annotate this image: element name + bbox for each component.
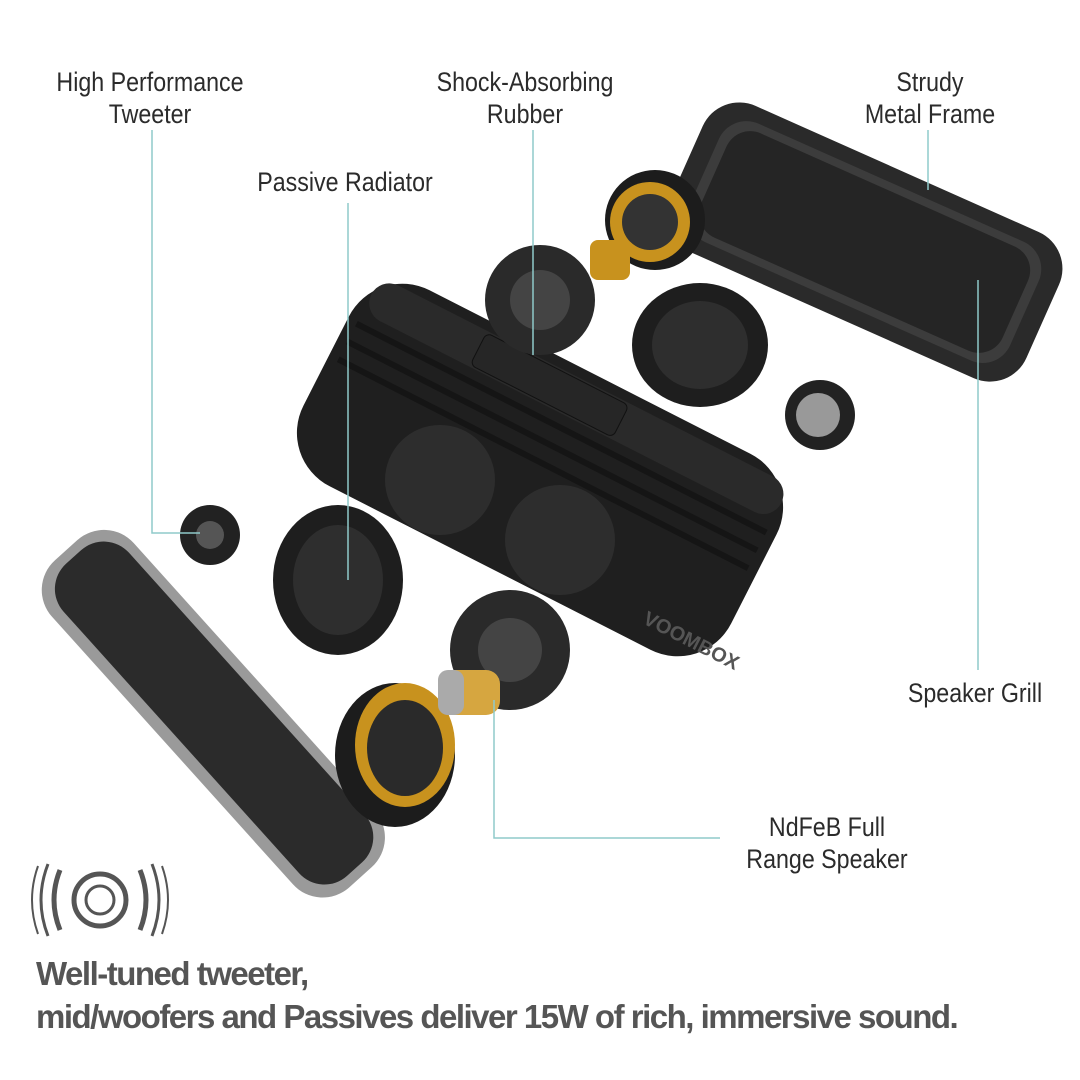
tagline-line-2: mid/woofers and Passives deliver 15W of … — [36, 998, 959, 1035]
label-line: Metal Frame — [864, 99, 996, 129]
bottom-driver-gold — [335, 683, 455, 827]
leader-lines — [151, 130, 979, 839]
label-line: NdFeB Full — [768, 812, 886, 842]
left-tweeter — [180, 505, 240, 565]
label-tweeter: High Performance Tweeter — [47, 66, 253, 130]
top-woofer — [485, 245, 595, 355]
label-line: Range Speaker — [746, 844, 908, 874]
side-grill-panel — [41, 529, 385, 898]
label-speaker: NdFeB Full Range Speaker — [724, 811, 930, 875]
speaker-body: VOOMBOX — [296, 283, 784, 675]
label-line: Strudy — [896, 67, 964, 97]
label-line: Rubber — [486, 99, 564, 129]
label-rubber: Shock-Absorbing Rubber — [422, 66, 628, 130]
top-passive-radiator — [632, 283, 768, 407]
tagline-line-1: Well-tuned tweeter, — [36, 955, 309, 992]
label-grill: Speaker Grill — [907, 678, 1043, 708]
label-line: Shock-Absorbing — [436, 67, 614, 97]
label-radiator: Passive Radiator — [257, 167, 433, 197]
top-driver-gold — [605, 170, 705, 270]
right-tweeter — [785, 380, 855, 450]
metal-frame-grill — [666, 102, 1063, 382]
label-line: High Performance — [56, 67, 244, 97]
magnet — [590, 240, 630, 280]
sound-wave-icon — [31, 863, 169, 937]
left-passive-radiator — [273, 505, 403, 655]
label-frame: Strudy Metal Frame — [827, 66, 1033, 130]
label-line: Tweeter — [108, 99, 192, 129]
